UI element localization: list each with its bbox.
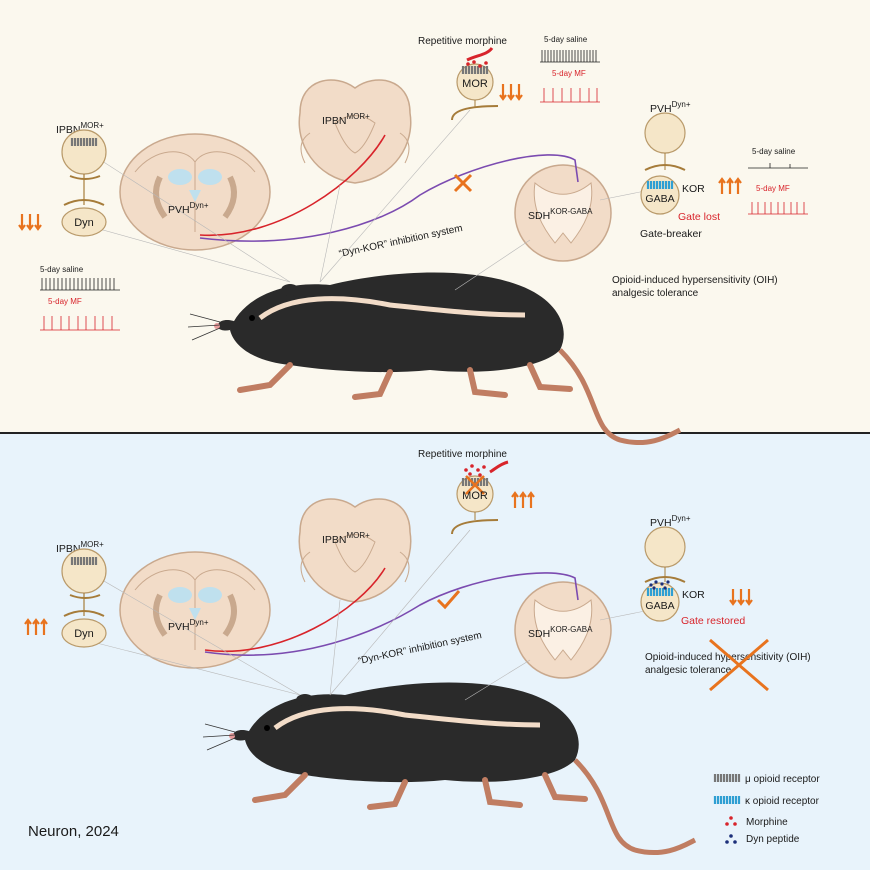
bottom-gate-restored-label: Gate restored: [681, 615, 745, 627]
bottom-purple-projection: [204, 572, 579, 656]
bottom-oih-line1: Opioid-induced hypersensitivity (OIH): [645, 652, 811, 663]
top-gaba-label: GABA: [645, 193, 674, 205]
top-right-mf-trace: [540, 88, 600, 103]
top-oih-line2: analgesic tolerance: [612, 288, 699, 299]
top-left-mf-trace: [40, 316, 120, 331]
top-sdh-label: SDHKOR-GABA: [528, 207, 593, 222]
legend-kappa-label: κ opioid receptor: [745, 796, 820, 807]
bottom-oih-cross-icon: [709, 638, 769, 692]
top-mor-down-arrows: [498, 82, 524, 101]
top-gate-breaker-label: Gate-breaker: [640, 228, 702, 240]
kappa-receptor-icon: [713, 794, 741, 806]
mu-receptor-icon: [713, 772, 741, 784]
morphine-icon: [725, 816, 737, 826]
bottom-repetitive-morphine-label: Repetitive morphine: [418, 449, 507, 460]
top-right-saline-label: 5-day saline: [544, 35, 588, 44]
bottom-ipbn-neuron: [61, 548, 107, 616]
bottom-gaba-label: GABA: [645, 600, 674, 612]
top-repetitive-morphine-label: Repetitive morphine: [418, 36, 507, 47]
top-cross-icon: [453, 173, 473, 193]
legend-mu-label: μ opioid receptor: [745, 774, 820, 785]
top-dyn-label: Dyn: [74, 217, 94, 229]
top-brain-section: [120, 134, 270, 250]
top-gate-lost-label: Gate lost: [678, 211, 720, 223]
dyn-peptide-icon: [725, 834, 737, 844]
bottom-mor-cross-icon: [465, 475, 485, 495]
top-gaba-saline-label: 5-day saline: [752, 147, 796, 156]
top-pvh-neuron-label: PVHDyn+: [650, 100, 691, 115]
top-right-saline-trace: [540, 50, 600, 63]
top-dyn-neuron: [61, 199, 107, 237]
top-kor-up-arrows: [717, 177, 743, 196]
bottom-brain-section: [120, 552, 270, 668]
top-pvh-label: PVHDyn+: [168, 201, 209, 216]
bottom-gaba-neuron: [640, 580, 680, 622]
top-ipbn-neuron: [61, 129, 107, 205]
bottom-kor-label: KOR: [682, 589, 705, 601]
bottom-guide-lines: [84, 529, 651, 701]
legend-morphine-label: Morphine: [746, 817, 788, 828]
top-purple-projection: [199, 154, 579, 242]
top-gaba-neuron: [640, 175, 680, 215]
bottom-pvh-neuron: [644, 526, 686, 583]
top-oih-line1: Opioid-induced hypersensitivity (OIH): [612, 275, 778, 286]
bottom-kor-down-arrows: [728, 587, 754, 606]
bottom-pvh-neuron-label: PVHDyn+: [650, 514, 691, 529]
bottom-dyn-up-arrows: [23, 618, 49, 637]
top-guide-lines: [84, 109, 651, 291]
top-mor-neuron: [451, 47, 499, 121]
top-left-mf-label: 5-day MF: [48, 297, 82, 306]
bottom-sdh-label: SDHKOR-GABA: [528, 625, 593, 640]
top-ipbn-section-label: IPBNMOR+: [322, 112, 370, 127]
top-gaba-mf-trace: [748, 202, 808, 215]
top-gaba-saline-trace: [748, 163, 808, 169]
top-left-saline-trace: [40, 278, 120, 291]
bottom-mor-neuron: [451, 460, 509, 535]
bottom-dyn-neuron: [61, 610, 107, 648]
top-pvh-neuron: [644, 112, 686, 171]
bottom-ipbn-section-label: IPBNMOR+: [322, 531, 370, 546]
top-right-mf-label: 5-day MF: [552, 69, 586, 78]
bottom-dyn-label: Dyn: [74, 628, 94, 640]
top-gaba-mf-label: 5-day MF: [756, 184, 790, 193]
bottom-red-projection: [204, 567, 386, 653]
top-red-projection: [199, 134, 386, 236]
bottom-mor-label: MOR: [462, 490, 488, 502]
top-dyn-down-arrows: [17, 212, 43, 231]
bottom-pvh-label: PVHDyn+: [168, 618, 209, 633]
top-left-saline-label: 5-day saline: [40, 265, 84, 274]
top-mor-label: MOR: [462, 78, 488, 90]
top-kor-label: KOR: [682, 183, 705, 195]
bottom-mor-up-arrows: [510, 491, 536, 510]
bottom-check-icon: [436, 590, 461, 610]
citation-text: Neuron, 2024: [28, 823, 119, 840]
bottom-oih-line2: analgesic tolerance: [645, 665, 732, 676]
legend-dyn-label: Dyn peptide: [746, 834, 800, 845]
